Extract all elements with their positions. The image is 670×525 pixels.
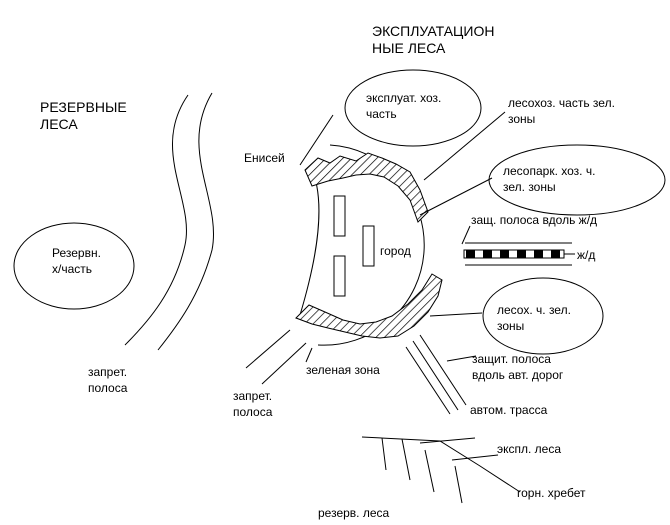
road-line bbox=[405, 346, 451, 415]
railway-ties bbox=[466, 250, 560, 258]
leader-green-zone bbox=[305, 347, 313, 363]
forest-econ-green-label: лесохоз. часть зел. зоны bbox=[508, 96, 615, 126]
railway-track bbox=[463, 249, 565, 259]
exploit-econ-part-label: эксплуат. хоз. часть bbox=[366, 91, 442, 121]
forbidden-strip-line bbox=[261, 342, 307, 385]
reserve-forests-small-label: резерв. леса bbox=[318, 506, 390, 520]
forest-part-green-label: лесох. ч. зел. зоны bbox=[497, 303, 571, 333]
leader-forestpark bbox=[419, 177, 493, 216]
rail-protect-label: защ. полоса вдоль ж/д bbox=[471, 213, 598, 227]
city-block bbox=[333, 195, 346, 237]
exploit-forests-small-label: экспл. леса bbox=[497, 442, 562, 456]
leader-forest-part bbox=[429, 312, 483, 317]
forbidden-strip-line bbox=[245, 329, 291, 369]
forbidden-strip-mid-label: запрет. полоса bbox=[233, 389, 273, 419]
forest-park-band-top bbox=[304, 152, 429, 223]
railway-label: ж/д bbox=[577, 248, 596, 262]
road-line bbox=[419, 334, 467, 406]
reserve-forests-title: РЕЗЕРВНЫЕ ЛЕСА bbox=[40, 99, 127, 132]
city-block bbox=[362, 225, 375, 267]
yenisei-arrow-line bbox=[299, 114, 334, 166]
exploit-econ-part-ellipse bbox=[344, 69, 482, 147]
highway-label: автом. трасса bbox=[470, 403, 548, 417]
city-boundary bbox=[299, 164, 320, 316]
forest-part-green-ellipse bbox=[482, 277, 604, 355]
road-protect-label: защит. полоса вдоль авт. дорог bbox=[472, 352, 564, 382]
city-label: город bbox=[380, 244, 411, 258]
road-line bbox=[412, 340, 459, 411]
reserve-part-ellipse bbox=[13, 222, 135, 310]
yenisei-river-right-bank bbox=[157, 92, 214, 351]
yenisei-label: Енисей bbox=[244, 151, 285, 165]
leader-rail-protect bbox=[461, 225, 471, 245]
forbidden-strip-left-label: запрет. полоса bbox=[88, 365, 128, 395]
leader-forest-econ bbox=[423, 111, 506, 181]
exploit-forests-title: ЭКСПЛУАТАЦИОН НЫЕ ЛЕСА bbox=[372, 23, 495, 56]
mountain-ridge-label: горн. хребет bbox=[517, 486, 586, 500]
reserve-part-label: Резервн. х/часть bbox=[52, 246, 101, 276]
leader-road-protect bbox=[446, 355, 477, 362]
green-zone-label: зеленая зона bbox=[306, 363, 380, 377]
mountain-ridge-symbol bbox=[361, 436, 521, 504]
forest-park-band-bottom bbox=[295, 273, 443, 339]
yenisei-river-left-bank bbox=[124, 94, 189, 346]
forestpark-green-label: лесопарк. хоз. ч. зел. зоны bbox=[503, 164, 596, 194]
city-block bbox=[333, 255, 346, 297]
